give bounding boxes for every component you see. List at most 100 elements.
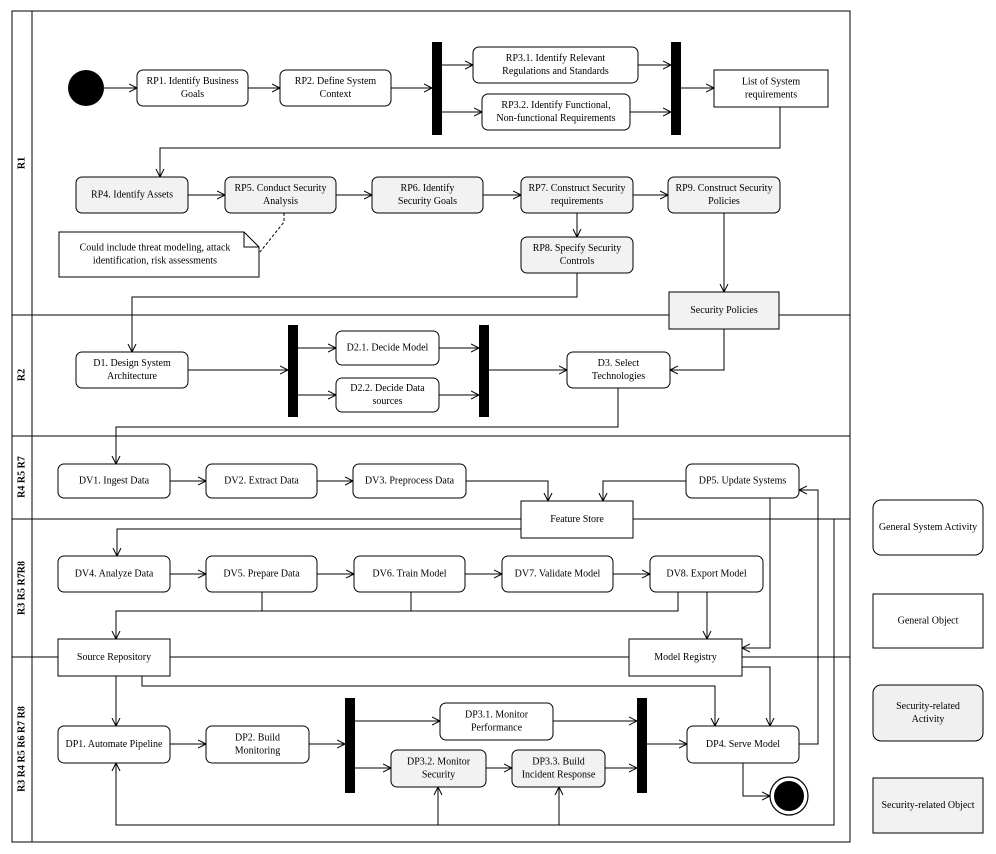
node-dv6: DV6. Train Model [353, 555, 466, 593]
node-rp4: RP4. Identify Assets [75, 176, 189, 214]
legend-swatch [872, 684, 984, 742]
activity-node [136, 69, 249, 107]
node-rp32: RP3.2. Identify Functional,Non-functiona… [481, 93, 631, 131]
activity-node [353, 555, 466, 593]
control-flow-edge [160, 107, 781, 177]
node-label: RP6. Identify [401, 183, 455, 194]
node-dp1: DP1. Automate Pipeline [57, 725, 171, 764]
node-srcrepo: Source Repository [57, 638, 171, 677]
activity-node [649, 555, 764, 593]
security-activity-node [511, 749, 606, 788]
security-activity-node [75, 176, 189, 214]
control-flow-edge [117, 519, 522, 556]
control-flow-edge [116, 592, 679, 639]
node-label: DP4. Serve Model [706, 739, 780, 750]
node-label: DP3.3. Build [532, 757, 585, 768]
control-flow-edge [466, 480, 548, 501]
control-flow-edge [742, 666, 770, 726]
activity-node [335, 330, 440, 366]
fork-join-bar [432, 42, 442, 135]
node-dp5: DP5. Update Systems [685, 463, 800, 499]
activity-node [57, 725, 171, 764]
activity-node [75, 351, 189, 389]
node-label: DP5. Update Systems [699, 476, 787, 487]
node-label: RP9. Construct Security [676, 183, 773, 194]
node-label: DP2. Build [235, 733, 280, 744]
node-label: RP3.2. Identify Functional, [501, 100, 610, 111]
activity-node [685, 463, 800, 499]
node-label: D2.1. Decide Model [347, 343, 429, 354]
fork-join-bar [479, 325, 489, 417]
node-label: Security-related Object [881, 800, 974, 811]
object-node [520, 500, 634, 539]
node-label: RP7. Construct Security [529, 183, 626, 194]
node-dv1: DV1. Ingest Data [57, 463, 171, 499]
node-label: Security Policies [690, 305, 758, 316]
node-label: Policies [708, 196, 740, 207]
lane-label: R4 R5 R7 [16, 456, 27, 498]
control-flow-edge [116, 518, 835, 826]
activity-node [501, 555, 614, 593]
activity-node [335, 377, 440, 413]
control-flow-edge [799, 490, 819, 745]
node-label: Feature Store [550, 514, 604, 525]
start-node [68, 70, 104, 106]
activity-node [205, 725, 310, 764]
node-label: Context [320, 89, 352, 100]
activity-node [57, 463, 171, 499]
activity-node [439, 702, 554, 741]
note-anchor-line [259, 213, 285, 253]
control-flow-edge [742, 763, 770, 796]
lane-label: R1 [16, 157, 27, 169]
node-label: DP3.2. Monitor [407, 757, 471, 768]
node-label: General Object [898, 616, 959, 627]
note-fold [243, 232, 259, 248]
node-label: RP1. Identify Business [147, 76, 239, 87]
fork-join-bar [345, 698, 355, 793]
node-dv5: DV5. Prepare Data [205, 555, 318, 593]
node-label: DV4. Analyze Data [75, 569, 154, 580]
annotation-note: Could include threat modeling, attack ide… [58, 231, 260, 278]
security-activity-node [224, 176, 337, 214]
node-label: Model Registry [654, 652, 717, 663]
legend-item-security-object: Security-related Object [872, 777, 984, 834]
node-label: DV2. Extract Data [224, 476, 299, 487]
node-dp4: DP4. Serve Model [686, 725, 800, 764]
security-activity-node [667, 176, 781, 214]
security-activity-node [390, 749, 487, 788]
node-label: DP3.1. Monitor [465, 710, 529, 721]
control-flow-edge [670, 329, 725, 370]
node-label: requirements [745, 90, 797, 101]
note-shape [58, 231, 260, 278]
activity-node [481, 93, 631, 131]
activity-node [205, 555, 318, 593]
node-label: Monitoring [235, 746, 281, 757]
node-label: sources [373, 396, 403, 407]
object-node [713, 69, 829, 108]
node-secpol: Security Policies [668, 291, 780, 330]
node-label: DV3. Preprocess Data [365, 476, 455, 487]
security-activity-node [520, 236, 634, 274]
node-label: DV8. Export Model [666, 569, 746, 580]
lane-label: R3 R4 R5 R6 R7 R8 [16, 706, 27, 792]
activity-node [205, 463, 318, 499]
node-label: Activity [912, 714, 945, 725]
node-dv2: DV2. Extract Data [205, 463, 318, 499]
node-label: DV1. Ingest Data [79, 476, 150, 487]
node-fstore: Feature Store [520, 500, 634, 539]
node-label: Security Goals [398, 196, 457, 207]
legend-swatch [872, 777, 984, 834]
node-label: Incident Response [522, 770, 596, 781]
node-label: Could include threat modeling, attack [80, 243, 231, 254]
node-label: RP4. Identify Assets [91, 190, 173, 201]
node-label: RP3.1. Identify Relevant [506, 53, 606, 64]
node-label: identification, risk assessments [93, 256, 217, 267]
